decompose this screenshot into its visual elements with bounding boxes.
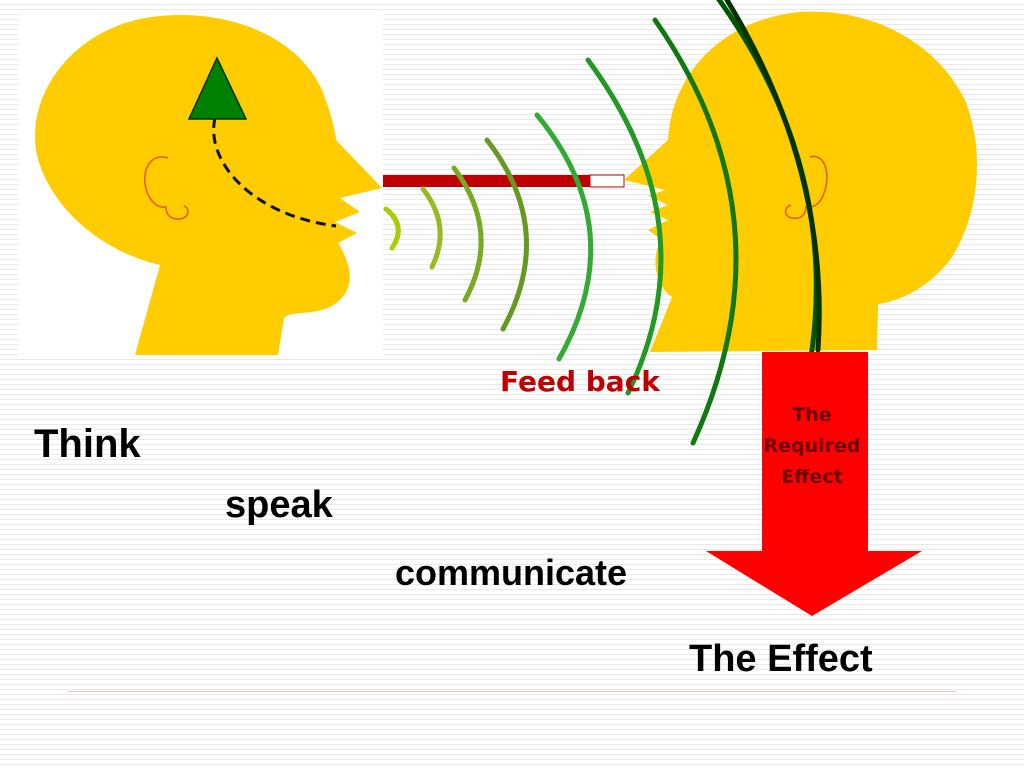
sound-waves (383, 0, 822, 446)
bottom-divider (68, 691, 956, 692)
sound-wave (585, 57, 664, 396)
the-effect-label: The Effect (689, 638, 873, 680)
feed-back-label: Feed back (500, 365, 660, 398)
thought-path (212, 117, 337, 228)
speak-label: speak (225, 484, 333, 526)
sound-wave (420, 186, 443, 270)
sound-wave (451, 165, 484, 303)
speaker-head-icon (18, 10, 383, 355)
communicate-label: communicate (395, 552, 628, 593)
required-effect-line: Effect (781, 466, 843, 488)
required-effect-line: Required (763, 435, 861, 457)
sound-wave (724, 0, 822, 353)
required-effect-line: The (792, 404, 832, 426)
required-effect-label: The Required Effect (742, 400, 882, 493)
sound-wave (484, 137, 529, 332)
arrow-down-icon (706, 352, 922, 616)
listener-ear (784, 155, 828, 220)
sound-wave (652, 17, 739, 446)
speaker-ear (144, 156, 189, 220)
sound-wave (383, 206, 401, 251)
triangle-up-icon (187, 56, 248, 120)
sound-wave (534, 112, 594, 362)
feedback-bar (383, 174, 625, 188)
speaker-head (35, 15, 382, 355)
listener-head-icon (624, 11, 977, 352)
think-label: Think (34, 422, 141, 466)
listener-head (624, 11, 977, 352)
